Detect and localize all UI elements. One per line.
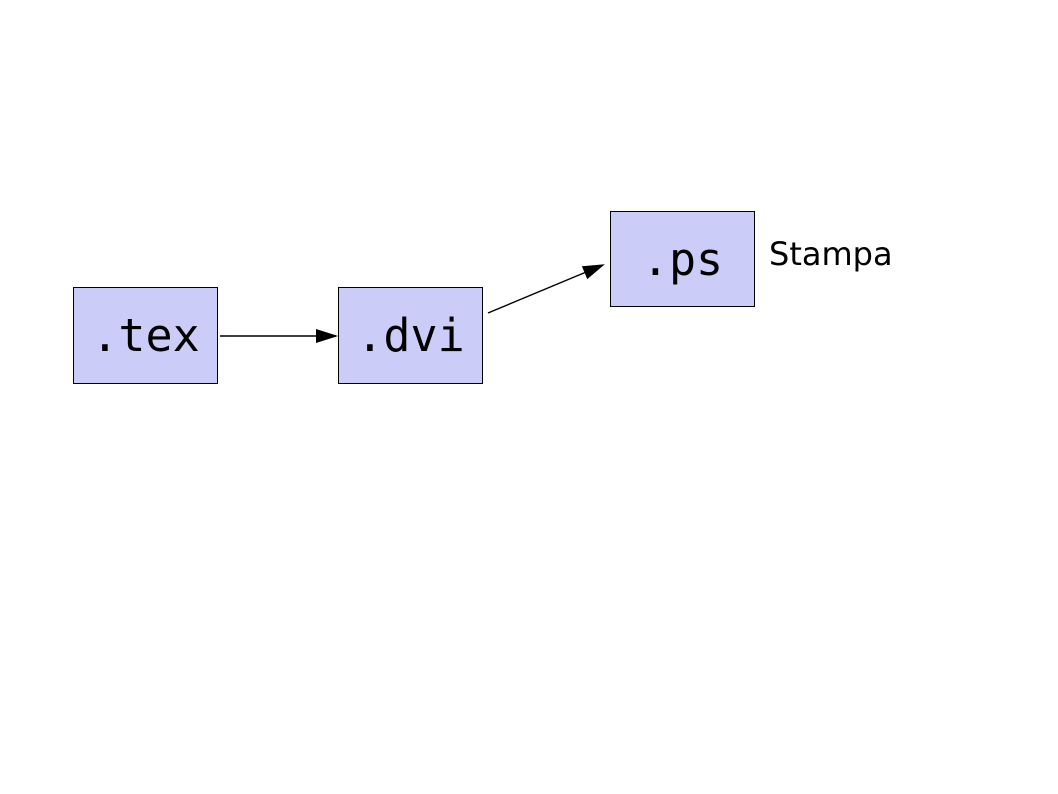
node-dvi-box: .dvi xyxy=(338,287,483,384)
annotation-stampa: Stampa xyxy=(769,235,893,273)
node-dvi-label: .dvi xyxy=(356,309,465,362)
node-tex-label: .tex xyxy=(91,309,200,362)
arrow-dvi-to-ps xyxy=(487,264,605,314)
node-ps-label: .ps xyxy=(641,232,724,286)
node-ps-box: .ps xyxy=(610,211,755,307)
node-tex-box: .tex xyxy=(73,287,218,384)
